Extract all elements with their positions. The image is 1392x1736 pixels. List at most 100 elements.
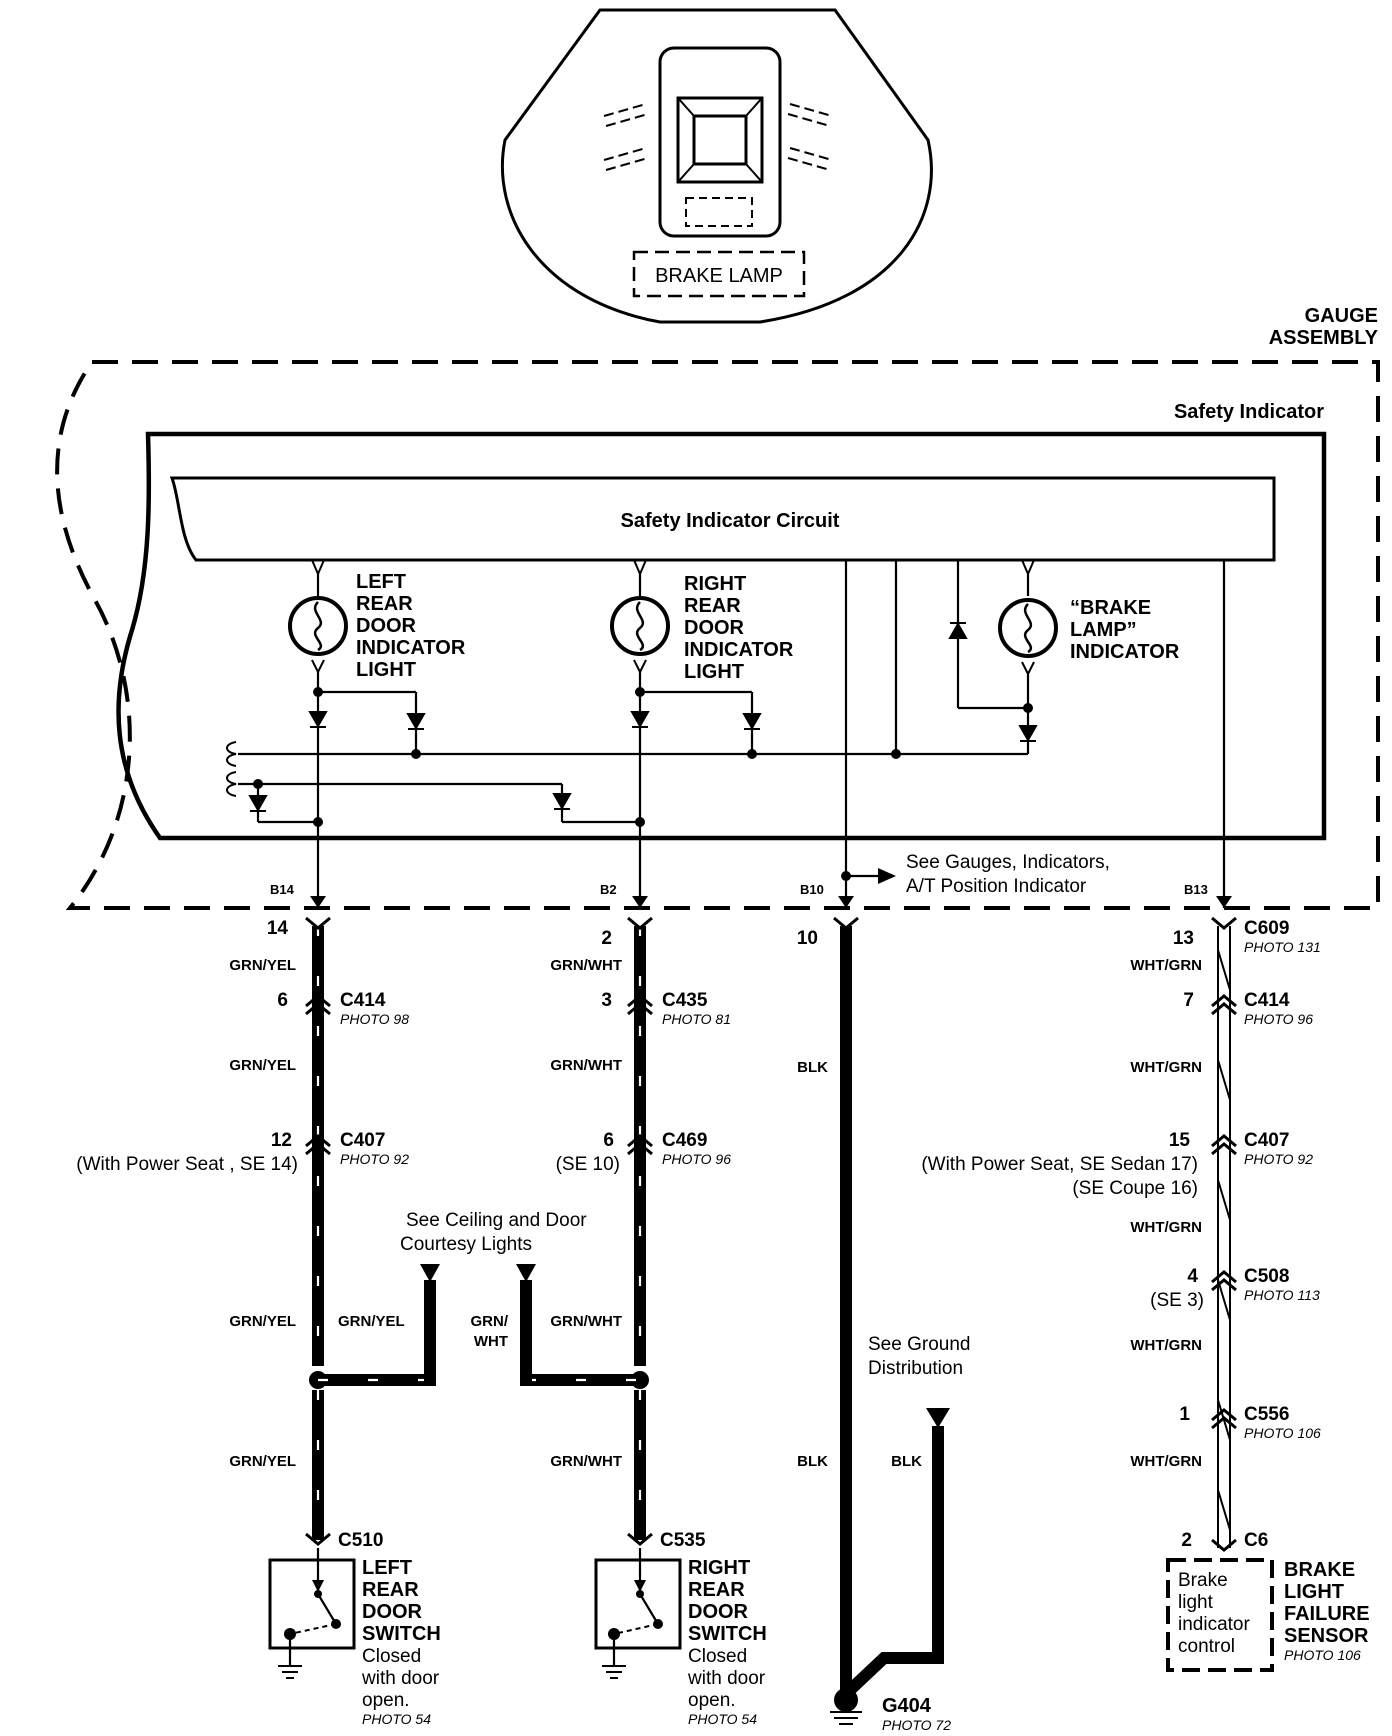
brake-light-label-line: INDICATOR [1070, 641, 1180, 663]
left-switch-photo: PHOTO 54 [362, 1711, 431, 1727]
right-c414: C414 [1244, 990, 1290, 1011]
gauge-assembly-label-2: ASSEMBLY [1269, 327, 1379, 349]
ground-dist-line1: See Ground [868, 1334, 970, 1355]
gnd-wire-color-2: BLK [797, 1453, 828, 1470]
sensor-box-label: Brake light indicator control [1178, 1570, 1250, 1657]
right-wire-color-4: WHT/GRN [1130, 1337, 1202, 1354]
safety-indicator-box [116, 431, 1327, 841]
c6-label: C6 [1244, 1530, 1268, 1551]
left-light-label-line: LEFT [356, 571, 406, 593]
mid-c435: C435 [662, 990, 708, 1011]
right-c407-note1: (With Power Seat, SE Sedan 17) [921, 1154, 1198, 1175]
left-switch-label-line: SWITCH [362, 1623, 441, 1645]
brake-lamp-indicator-bulb-icon [998, 559, 1058, 677]
right-wire-color-5: WHT/GRN [1130, 1453, 1202, 1470]
left-light-label-line: DOOR [356, 615, 417, 637]
mid-c469-note: (SE 10) [556, 1154, 620, 1175]
left-switch-note-line: open. [362, 1690, 410, 1711]
right-wire-color-2: WHT/GRN [1130, 1059, 1202, 1076]
right-c407: C407 [1244, 1130, 1289, 1151]
left-door-switch-icon [268, 1548, 356, 1679]
left-pin-top: 14 [267, 918, 289, 939]
mid-c469: C469 [662, 1130, 707, 1151]
right-wire [1217, 926, 1231, 1548]
mid-wire-color-5: GRN/WHT [550, 1453, 622, 1470]
left-switch-label-line: REAR [362, 1579, 419, 1601]
sensor-box-line: control [1178, 1636, 1235, 1657]
right-switch-note-line: open. [688, 1690, 736, 1711]
left-light-label-line: INDICATOR [356, 637, 466, 659]
right-switch-label-line: DOOR [688, 1601, 749, 1623]
sensor-box-line: indicator [1178, 1614, 1250, 1635]
right-light-label: RIGHT REAR DOOR INDICATOR LIGHT [684, 573, 794, 683]
sensor-label-line: BRAKE [1284, 1559, 1355, 1581]
sensor-box-line: Brake [1178, 1570, 1228, 1591]
sensor-label-line: SENSOR [1284, 1625, 1369, 1647]
right-light-label-line: LIGHT [684, 661, 744, 683]
pin-b13: B13 [1184, 882, 1208, 897]
right-switch-note: Closed with door open. [687, 1646, 766, 1711]
right-light-label-line: INDICATOR [684, 639, 794, 661]
right-switch-photo: PHOTO 54 [688, 1711, 757, 1727]
right-indicator-bulb-icon [610, 559, 670, 675]
mid-wire-color-3a: GRN/ [471, 1313, 509, 1330]
mid-c469-pin: 6 [603, 1130, 614, 1151]
left-wire [309, 926, 440, 1540]
right-c414-pin: 7 [1183, 990, 1194, 1011]
mid-c469-photo: PHOTO 96 [662, 1151, 731, 1167]
pin-b14: B14 [270, 882, 295, 897]
left-switch-note-line: Closed [362, 1646, 421, 1667]
left-c414-pin: 6 [277, 990, 288, 1011]
left-light-label-line: REAR [356, 593, 413, 615]
right-switch-label-line: REAR [688, 1579, 745, 1601]
pointer-arrow-icon [878, 868, 896, 884]
sensor-label: BRAKE LIGHT FAILURE SENSOR [1284, 1559, 1370, 1647]
dashboard-icon: BRAKE LAMP [500, 8, 933, 324]
left-switch-note: Closed with door open. [361, 1646, 440, 1711]
mid-wire-color-3b: WHT [474, 1333, 508, 1350]
brake-light-label-line: “BRAKE [1070, 597, 1151, 619]
left-c407-note: (With Power Seat , SE 14) [76, 1154, 298, 1175]
pin-b10: B10 [800, 882, 824, 897]
c508-label: C508 [1244, 1266, 1289, 1287]
right-light-label-line: REAR [684, 595, 741, 617]
connector-icons [305, 916, 1237, 1552]
right-switch-note-line: with door [687, 1668, 766, 1689]
mid-wire-color-2: GRN/WHT [550, 1057, 622, 1074]
c609-label: C609 [1244, 918, 1289, 939]
right-switch-note-line: Closed [688, 1646, 747, 1667]
left-wire-color-3: GRN/YEL [229, 1313, 296, 1330]
sensor-label-line: LIGHT [1284, 1581, 1344, 1603]
left-switch-connector: C510 [338, 1530, 383, 1551]
brake-light-label-line: LAMP” [1070, 619, 1137, 641]
right-switch-label-line: RIGHT [688, 1557, 750, 1579]
left-wire-color-1: GRN/YEL [229, 957, 296, 974]
right-wire-color-1: WHT/GRN [1130, 957, 1202, 974]
left-light-label: LEFT REAR DOOR INDICATOR LIGHT [356, 571, 466, 681]
left-light-label-line: LIGHT [356, 659, 416, 681]
left-wire-color-5: GRN/YEL [229, 1453, 296, 1470]
left-switch-label-line: DOOR [362, 1601, 423, 1623]
right-c407-pin: 15 [1169, 1130, 1191, 1151]
pin-arrow-icons [310, 896, 1232, 908]
middle-wire [516, 926, 649, 1540]
right-switch-label-line: SWITCH [688, 1623, 767, 1645]
mid-switch-connector: C535 [660, 1530, 706, 1551]
mid-pin-top: 2 [601, 928, 612, 949]
left-c407: C407 [340, 1130, 385, 1151]
right-wire-color-3: WHT/GRN [1130, 1219, 1202, 1236]
left-c414-photo: PHOTO 98 [340, 1011, 409, 1027]
safety-indicator-circuit [169, 476, 1276, 562]
mid-wire-color-1: GRN/WHT [550, 957, 622, 974]
right-door-switch-icon [594, 1548, 682, 1679]
left-wire-color-2: GRN/YEL [229, 1057, 296, 1074]
left-c407-photo: PHOTO 92 [340, 1151, 409, 1167]
left-switch-note-line: with door [361, 1668, 440, 1689]
brake-lamp-icon-label: BRAKE LAMP [655, 265, 783, 287]
g404-photo: PHOTO 72 [882, 1717, 951, 1733]
right-c414-photo: PHOTO 96 [1244, 1011, 1313, 1027]
brake-light-sensor-box [1166, 1558, 1274, 1672]
left-c414: C414 [340, 990, 386, 1011]
mid-c435-pin: 3 [601, 990, 612, 1011]
right-c407-note2: (SE Coupe 16) [1072, 1178, 1198, 1199]
